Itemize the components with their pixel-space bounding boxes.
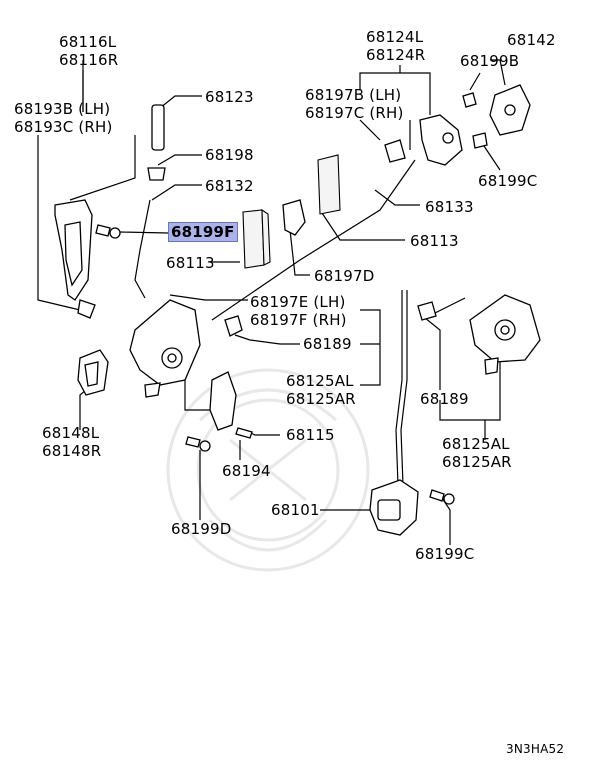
leader-lines	[37, 59, 506, 545]
label-68189-b[interactable]: 68189	[420, 390, 469, 408]
clip-68113a	[242, 208, 271, 269]
lock-assembly-left	[129, 299, 243, 398]
bolt-68199f	[95, 224, 121, 239]
rod-vertical	[395, 290, 408, 486]
bolt-68199c-b	[429, 489, 455, 505]
label-68142[interactable]: 68142	[507, 31, 556, 49]
watermark-emblem	[166, 368, 370, 572]
label-68115[interactable]: 68115	[286, 426, 335, 444]
label-68123[interactable]: 68123	[205, 88, 254, 106]
bolt-68199d	[185, 436, 211, 452]
lock-assembly-right	[417, 294, 541, 375]
label-68197d[interactable]: 68197D	[314, 267, 375, 285]
clip-68197d	[282, 199, 306, 236]
actuator-68101	[369, 479, 419, 536]
label-68113-a[interactable]: 68113	[166, 254, 215, 272]
label-68124[interactable]: 68124L 68124R	[366, 28, 426, 64]
label-68113-b[interactable]: 68113	[410, 232, 459, 250]
label-68197ef[interactable]: 68197E (LH) 68197F (RH)	[250, 293, 347, 329]
label-68133[interactable]: 68133	[425, 198, 474, 216]
label-68194[interactable]: 68194	[222, 462, 271, 480]
outside-handle	[54, 199, 96, 319]
diagram-code: 3N3HA52	[506, 742, 565, 756]
label-68199f-highlighted[interactable]: 68199F	[168, 222, 238, 242]
label-68198[interactable]: 68198	[205, 146, 254, 164]
label-68125-a[interactable]: 68125AL 68125AR	[286, 372, 356, 408]
label-68148[interactable]: 68148L 68148R	[42, 424, 102, 460]
label-68199d[interactable]: 68199D	[171, 520, 232, 538]
label-68197bc[interactable]: 68197B (LH) 68197C (RH)	[305, 86, 404, 122]
label-68199c-a[interactable]: 68199C	[478, 172, 538, 190]
label-68116[interactable]: 68116L 68116R	[59, 33, 119, 69]
label-68199b[interactable]: 68199B	[460, 52, 520, 70]
label-68101[interactable]: 68101	[271, 501, 320, 519]
label-68193[interactable]: 68193B (LH) 68193C (RH)	[14, 100, 113, 136]
rod-68133	[211, 154, 416, 321]
knob-68115	[209, 371, 237, 431]
latch-68124	[384, 114, 463, 166]
rod-68123	[147, 104, 166, 181]
bracket-68142	[462, 84, 531, 149]
label-68189-a[interactable]: 68189	[303, 335, 352, 353]
rod-68132	[134, 199, 151, 299]
label-68125-b[interactable]: 68125AL 68125AR	[442, 435, 512, 471]
label-68199c-b[interactable]: 68199C	[415, 545, 475, 563]
label-68132[interactable]: 68132	[205, 177, 254, 195]
inside-handle-68148	[77, 349, 109, 396]
screw-68194	[235, 427, 253, 439]
